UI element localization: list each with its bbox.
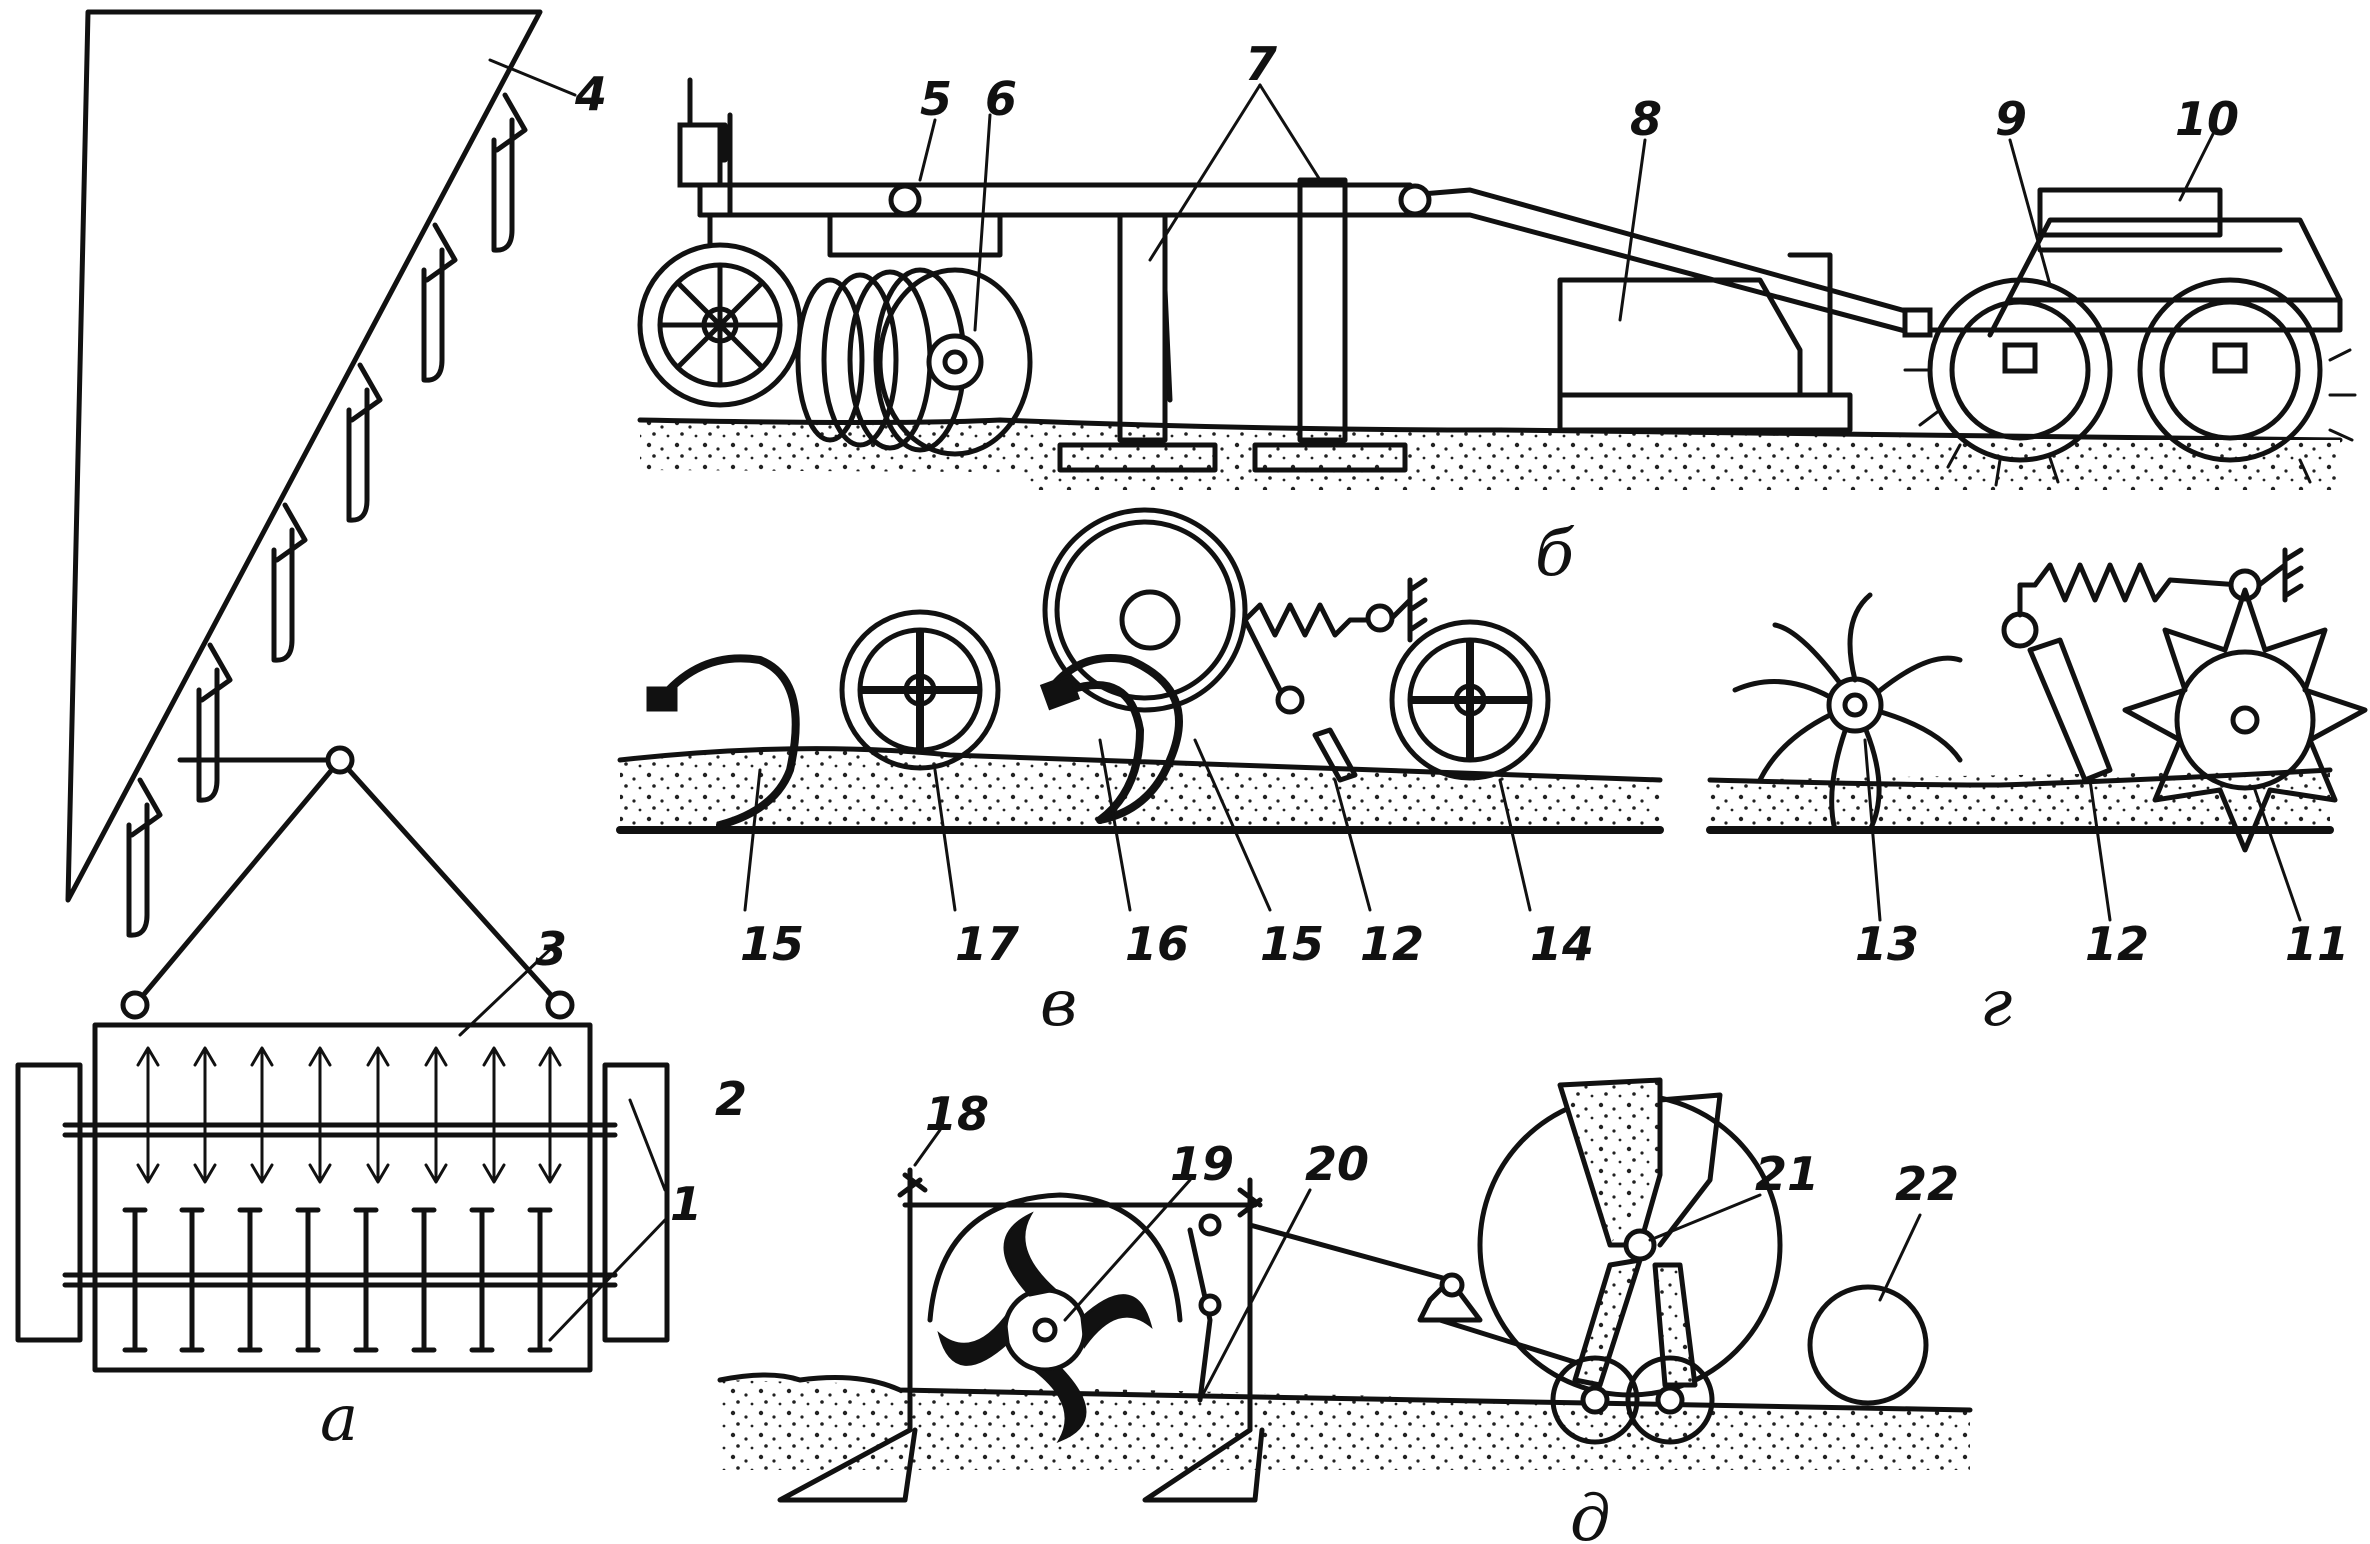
label-12a: 12 (1360, 917, 1424, 971)
panel-label-b: б (1535, 517, 1575, 591)
label-4: 4 (574, 67, 607, 121)
tine-rotor-13 (1732, 592, 1963, 833)
label-6: 6 (985, 72, 1017, 126)
label-13: 13 (1855, 917, 1919, 971)
label-2: 2 (715, 1072, 747, 1126)
label-17: 17 (955, 917, 1019, 971)
roller-22 (1807, 1284, 1929, 1406)
front-wheel (637, 212, 803, 408)
label-15b: 15 (1260, 917, 1324, 971)
label-22: 22 (1895, 1157, 1959, 1211)
panel-d: 18 19 20 21 22 д (717, 1077, 1973, 1544)
plough-bodies (126, 92, 528, 938)
label-5: 5 (920, 72, 952, 126)
label-3: 3 (535, 922, 567, 976)
frame-beam (697, 182, 1413, 218)
hitch-frame (132, 745, 563, 1008)
label-19: 19 (1170, 1137, 1234, 1191)
spring-tine-left (656, 654, 800, 829)
leveler-board (1557, 252, 1853, 433)
label-20: 20 (1305, 1137, 1369, 1191)
panel-a: 1 2 3 4 а (15, 9, 747, 1456)
label-12b: 12 (2085, 917, 2149, 971)
field-triangle (65, 9, 543, 903)
label-1: 1 (670, 1177, 702, 1231)
label-18: 18 (925, 1087, 989, 1141)
panel-label-v: в (1040, 967, 1077, 1041)
harrow-frame (92, 1022, 593, 1373)
panel-label-g: г (1980, 967, 2012, 1041)
disc-gang (795, 212, 1033, 457)
harrow-wheel-left (15, 1062, 83, 1343)
roller-carriage (1902, 187, 2357, 487)
panel-v: 15 17 16 15 12 14 в (616, 507, 1664, 1041)
packer-wheel-14 (1389, 619, 1551, 781)
label-14: 14 (1530, 917, 1594, 971)
panel-g: 13 12 11 г (1706, 547, 2368, 1041)
star-packer-11 (2122, 587, 2368, 853)
rotary-cutter-19 (927, 1192, 1183, 1443)
seed-wheel-21 (1477, 1077, 1783, 1445)
panel-b: 5 6 7 8 9 10 б (637, 37, 2357, 591)
label-11: 11 (2285, 917, 2349, 971)
leveling-blade (1312, 727, 1358, 783)
chisel-shanks (1057, 177, 1408, 473)
harrow-teeth (122, 1207, 553, 1353)
panel-label-d: д (1570, 1482, 1611, 1544)
label-9: 9 (1995, 92, 2027, 146)
label-15a: 15 (740, 917, 804, 971)
oscillation-arrows (136, 1046, 562, 1184)
rotor-ring (1042, 507, 1248, 713)
label-16: 16 (1125, 917, 1189, 971)
harrow-wheel-right (602, 1062, 670, 1343)
depth-wheel-17 (839, 609, 1001, 771)
label-8: 8 (1630, 92, 1662, 146)
label-21: 21 (1755, 1147, 1819, 1201)
leveling-blade-g (2027, 637, 2113, 783)
label-7: 7 (1245, 37, 1277, 91)
label-10: 10 (2175, 92, 2239, 146)
panel-label-a: а (320, 1382, 358, 1456)
